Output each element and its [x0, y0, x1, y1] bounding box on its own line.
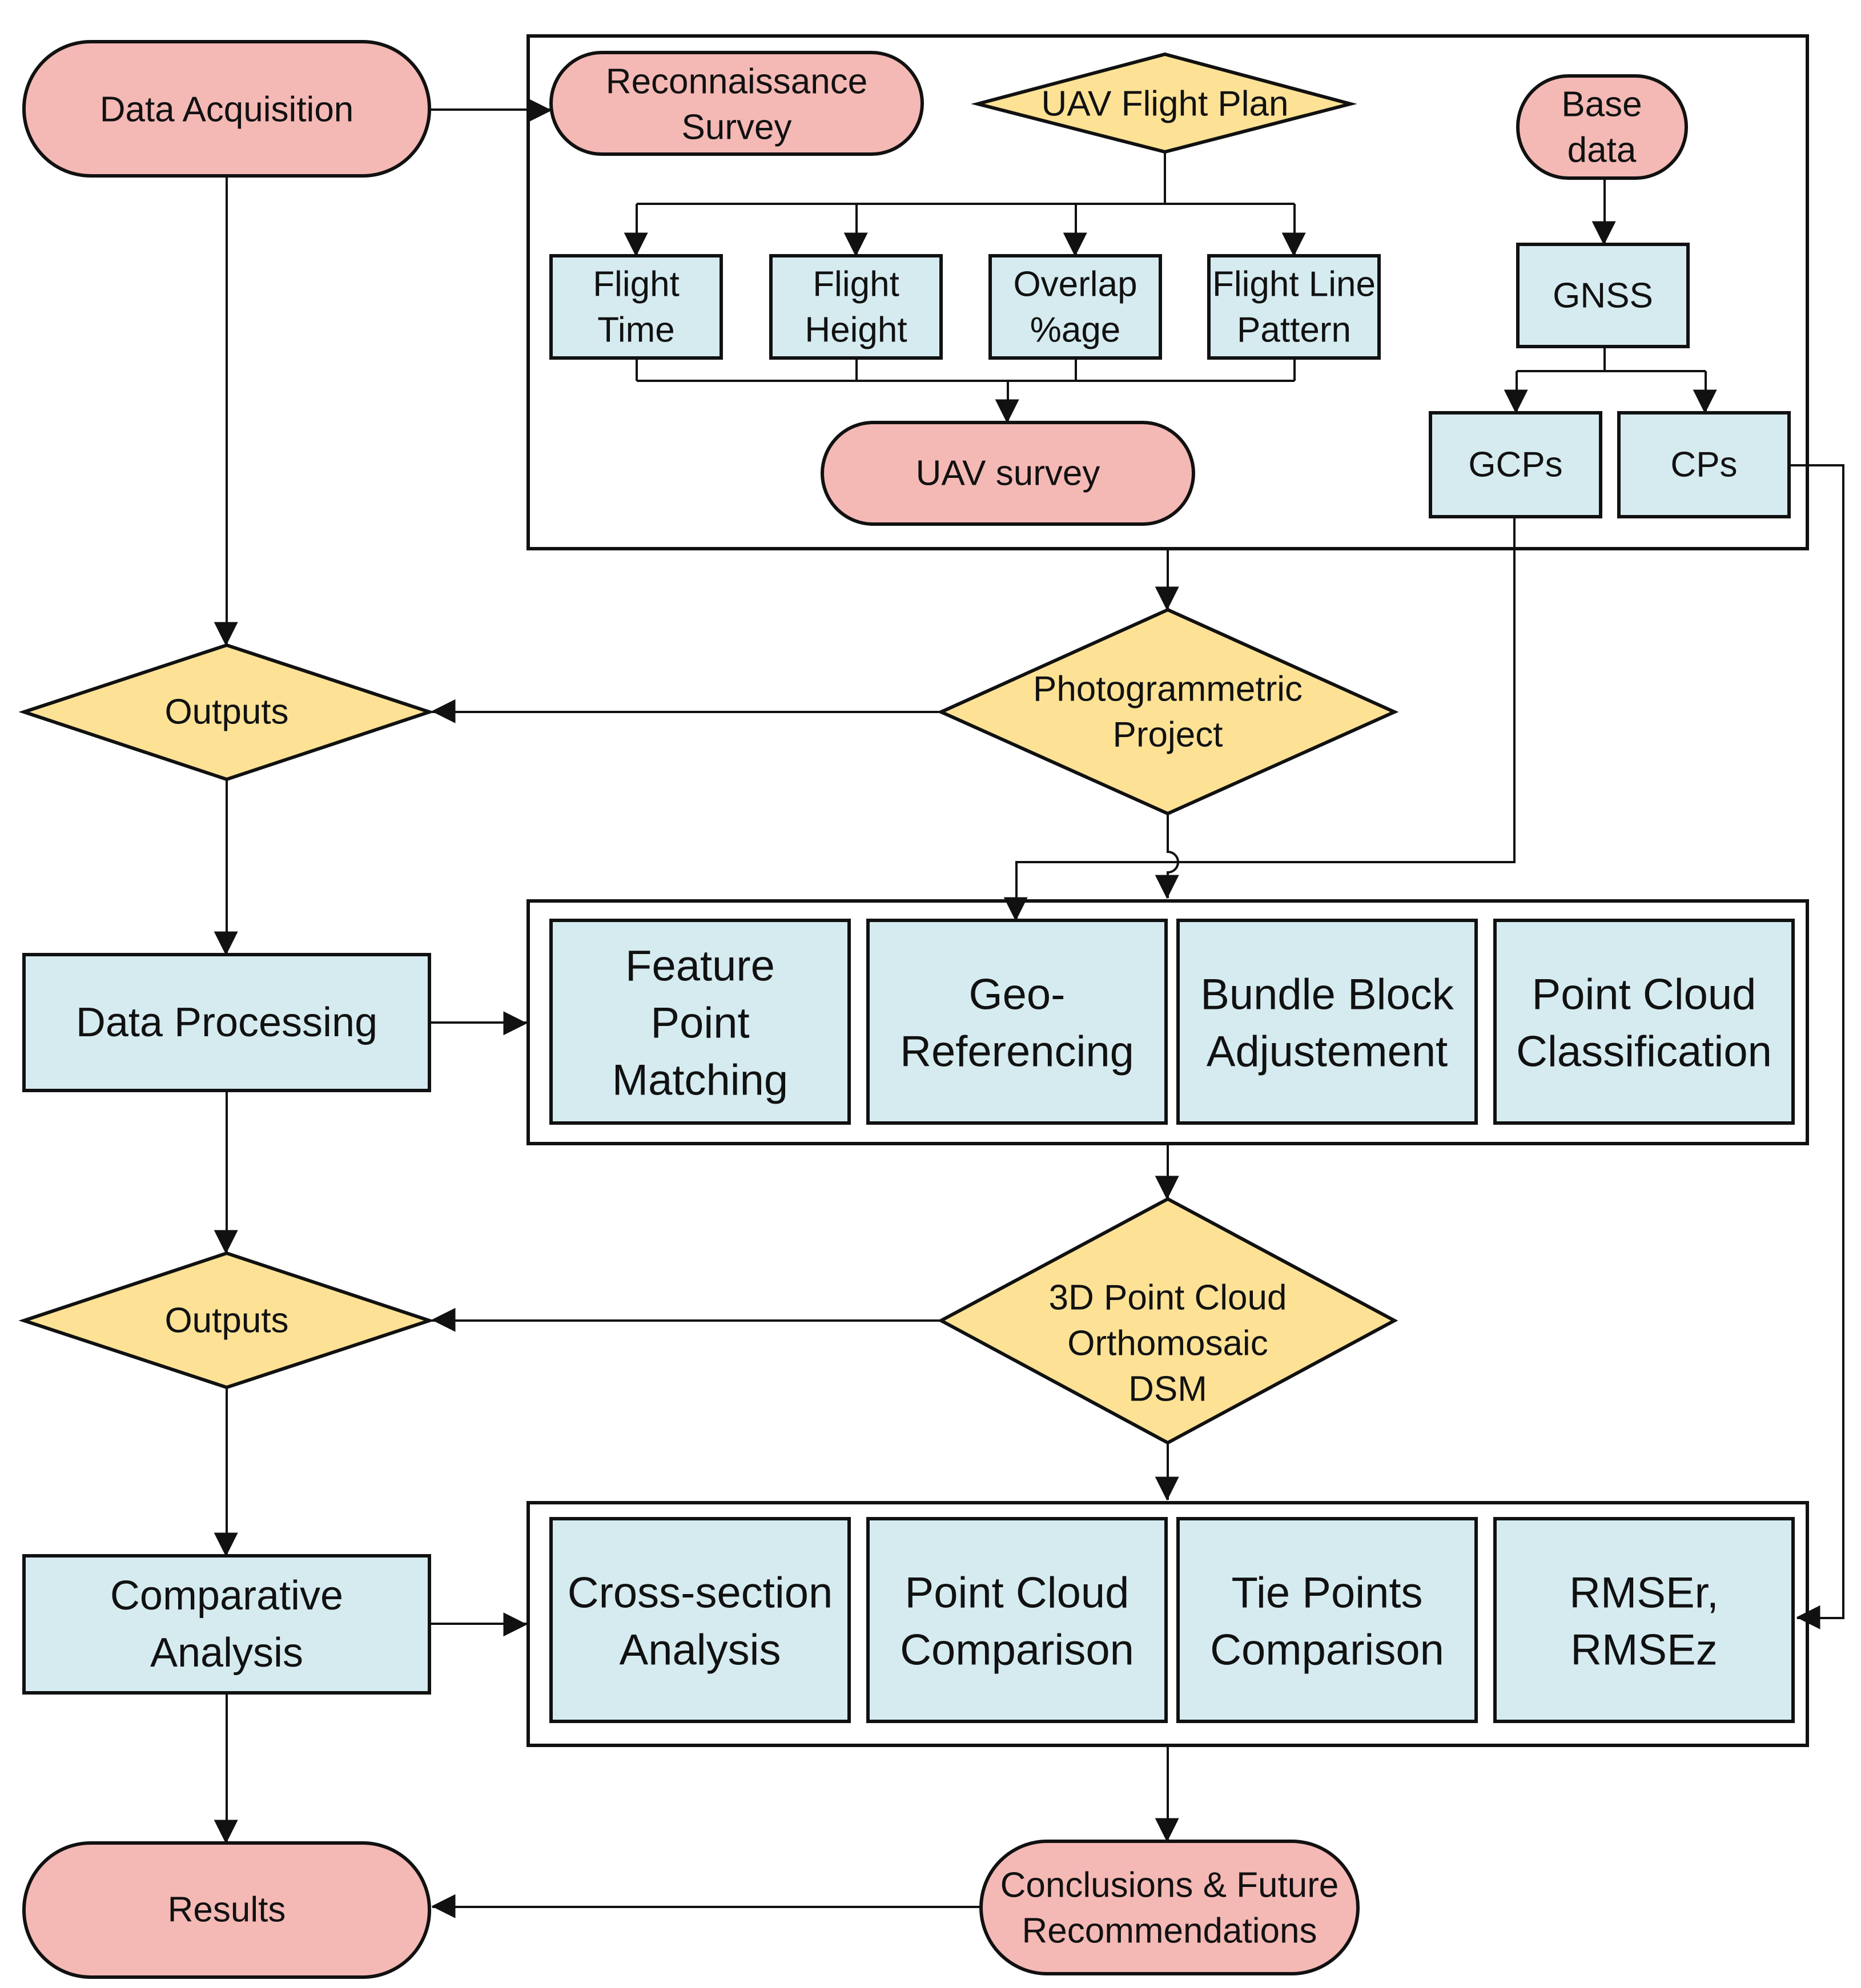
- decision-outputs-2: Outputs: [18, 1251, 435, 1390]
- decision-photogrammetric-label-1: Photogrammetric: [1033, 670, 1303, 709]
- decision-uav-flight-plan: UAV Flight Plan: [971, 52, 1357, 154]
- decision-3d-label-2: Orthomosaic: [1067, 1324, 1268, 1363]
- node-conclusions-label-1: Conclusions & Future: [1000, 1866, 1339, 1905]
- node-conclusions: Conclusions & Future Recommendations: [979, 1840, 1360, 1975]
- connectors: [214, 98, 1844, 1918]
- decision-outputs-1-label: Outputs: [164, 693, 288, 732]
- node-feature-label-3: Matching: [612, 1056, 788, 1105]
- node-results-label: Results: [168, 1890, 286, 1930]
- node-overlap-label-2: %age: [1030, 311, 1121, 350]
- node-bundle-label-1: Bundle Block: [1200, 971, 1454, 1019]
- node-comparative-label-1: Comparative: [110, 1573, 343, 1619]
- node-flight-line-label-1: Flight Line: [1212, 265, 1376, 304]
- node-conclusions-label-2: Recommendations: [1022, 1911, 1317, 1951]
- node-overlap-label-1: Overlap: [1013, 265, 1137, 304]
- node-data-acquisition-label: Data Acquisition: [100, 90, 354, 130]
- node-comparative-analysis: Comparative Analysis: [22, 1554, 431, 1695]
- node-tie-label-2: Comparison: [1210, 1626, 1444, 1675]
- node-rmse: RMSEr, RMSEz: [1493, 1517, 1795, 1723]
- node-overlap: Overlap %age: [988, 254, 1162, 360]
- decision-outputs-2-label: Outputs: [164, 1301, 288, 1341]
- decision-uav-flight-plan-label: UAV Flight Plan: [1041, 84, 1288, 124]
- node-bundle-label-2: Adjustement: [1207, 1028, 1448, 1076]
- node-tie-points-comparison: Tie Points Comparison: [1176, 1517, 1478, 1723]
- node-flight-height-label-1: Flight: [813, 265, 899, 304]
- node-base-data: Base data: [1516, 74, 1688, 180]
- node-pc-comp-label-1: Point Cloud: [905, 1569, 1130, 1617]
- node-rmse-label-1: RMSEr,: [1569, 1569, 1719, 1617]
- node-base-data-label-1: Base: [1561, 85, 1642, 124]
- node-reconnaissance-survey: Reconnaissance Survey: [549, 51, 924, 156]
- node-reconnaissance-label-1: Reconnaissance: [606, 62, 867, 102]
- node-results: Results: [22, 1841, 431, 1979]
- node-cross-label-1: Cross-section: [568, 1569, 833, 1617]
- node-comparative-label-2: Analysis: [150, 1630, 303, 1676]
- node-point-cloud-classification: Point Cloud Classification: [1493, 919, 1795, 1125]
- node-gcps-label: GCPs: [1468, 445, 1562, 485]
- node-bundle-block-adjustement: Bundle Block Adjustement: [1176, 919, 1478, 1125]
- node-flight-time: Flight Time: [549, 254, 723, 360]
- decision-photogrammetric-project: Photogrammetric Project: [936, 607, 1399, 816]
- node-cps-label: CPs: [1670, 445, 1737, 485]
- node-cps: CPs: [1617, 411, 1791, 518]
- node-pc-class-label-2: Classification: [1516, 1028, 1772, 1076]
- node-geo-label-1: Geo-: [969, 971, 1066, 1019]
- node-data-processing: Data Processing: [22, 953, 431, 1092]
- decision-3d-label-3: DSM: [1128, 1370, 1207, 1409]
- node-gnss-label: GNSS: [1553, 276, 1653, 316]
- node-feature-point-matching: Feature Point Matching: [549, 919, 851, 1125]
- node-feature-label-2: Point: [650, 999, 749, 1048]
- node-reconnaissance-label-2: Survey: [682, 108, 792, 147]
- node-flight-line-pattern: Flight Line Pattern: [1207, 254, 1381, 360]
- node-pc-class-label-1: Point Cloud: [1532, 971, 1757, 1019]
- node-cross-section-analysis: Cross-section Analysis: [549, 1517, 851, 1723]
- node-gnss: GNSS: [1516, 243, 1690, 348]
- node-point-cloud-comparison: Point Cloud Comparison: [866, 1517, 1168, 1723]
- decision-3d-label-1: 3D Point Cloud: [1048, 1278, 1287, 1318]
- node-gcps: GCPs: [1429, 411, 1602, 518]
- node-flight-time-label-1: Flight: [593, 265, 680, 304]
- decision-3d-outputs: 3D Point Cloud Orthomosaic DSM: [937, 1197, 1398, 1445]
- decision-photogrammetric-label-2: Project: [1113, 715, 1223, 755]
- node-flight-height-label-2: Height: [805, 311, 907, 350]
- decision-outputs-1: Outputs: [18, 643, 435, 782]
- node-uav-survey-label: UAV survey: [916, 454, 1100, 493]
- node-cross-label-2: Analysis: [620, 1626, 781, 1675]
- node-flight-time-label-2: Time: [597, 311, 674, 350]
- node-rmse-label-2: RMSEz: [1570, 1626, 1718, 1675]
- node-feature-label-1: Feature: [625, 942, 775, 991]
- node-tie-label-1: Tie Points: [1231, 1569, 1422, 1617]
- node-pc-comp-label-2: Comparison: [900, 1626, 1134, 1675]
- node-geo-label-2: Referencing: [900, 1028, 1134, 1076]
- node-data-processing-label: Data Processing: [76, 1000, 377, 1045]
- node-flight-line-label-2: Pattern: [1237, 311, 1351, 350]
- node-data-acquisition: Data Acquisition: [22, 40, 431, 178]
- node-uav-survey: UAV survey: [821, 421, 1195, 526]
- node-flight-height: Flight Height: [769, 254, 943, 360]
- node-base-data-label-2: data: [1567, 131, 1637, 170]
- node-geo-referencing: Geo- Referencing: [866, 919, 1168, 1125]
